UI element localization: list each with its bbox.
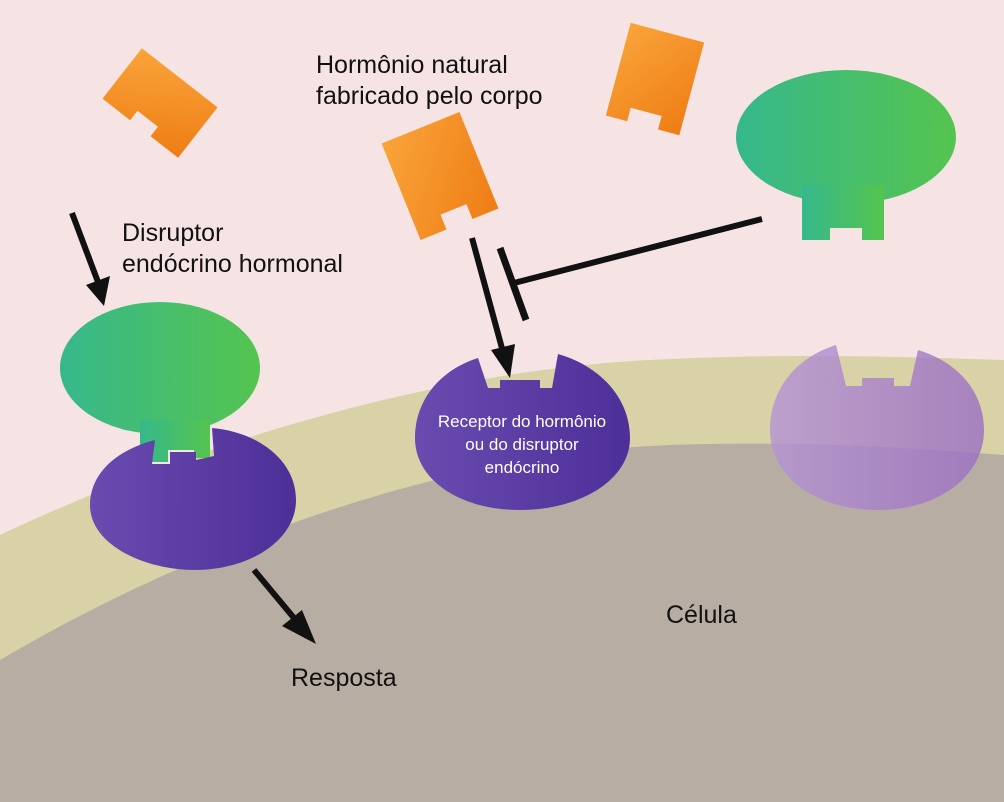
- hormone-label-line2: fabricado pelo corpo: [316, 82, 543, 110]
- hormone-shape-2: [605, 22, 705, 136]
- receptor-faded: [770, 345, 984, 510]
- receptor-label-line1: Receptor do hormônio: [437, 412, 607, 431]
- response-label: Resposta: [291, 664, 397, 692]
- disruptor-label-line1: Disruptor: [122, 219, 224, 247]
- disruptor-shape-free: [736, 70, 956, 240]
- arrow-disruptor: [69, 211, 110, 306]
- hormone-shape-1: [102, 48, 218, 158]
- arrow-hormone-to-receptor: [469, 237, 515, 378]
- arrow-response: [251, 568, 316, 644]
- disruptor-shape-bound: [60, 302, 260, 466]
- disruptor-label: Disruptor endócrino hormonal: [122, 218, 343, 280]
- receptor-label-line2: ou do disruptor: [465, 435, 579, 454]
- hormone-label: Hormônio natural fabricado pelo corpo: [316, 50, 543, 112]
- receptor-label: Receptor do hormônio ou do disruptor end…: [410, 410, 634, 479]
- disruptor-label-line2: endócrino hormonal: [122, 250, 343, 278]
- receptor-bound: [90, 428, 296, 570]
- inhibition-line: [496, 216, 763, 322]
- cell-interior: [0, 443, 1004, 802]
- receptor-center: [415, 354, 630, 510]
- cell-label: Célula: [666, 601, 737, 629]
- receptor-label-line3: endócrino: [484, 458, 560, 477]
- hormone-label-line1: Hormônio natural: [316, 51, 508, 79]
- hormone-shape-3: [381, 112, 499, 240]
